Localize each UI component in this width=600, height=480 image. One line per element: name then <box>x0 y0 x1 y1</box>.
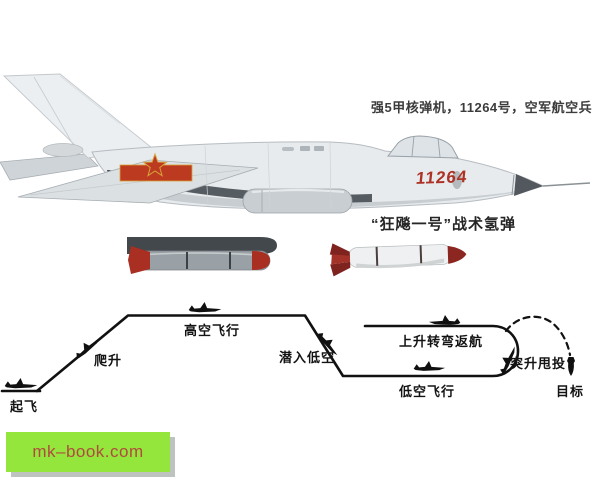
aircraft-caption: 强5甲核弹机，11264号，空军航空兵 <box>371 100 593 115</box>
label-low-altitude: 低空飞行 <box>398 384 456 399</box>
aircraft-canopy <box>387 135 459 159</box>
bomb-bay-pylon <box>127 237 277 254</box>
falling-bomb-icon <box>567 357 575 376</box>
plane-silhouette-takeoff <box>4 378 38 389</box>
watermark-bar: mk–book.com <box>6 432 170 472</box>
aircraft-wing <box>17 159 259 204</box>
label-takeoff: 起飞 <box>9 399 39 414</box>
drop-tank <box>242 188 353 214</box>
right-bomb-nose <box>447 245 467 264</box>
hydrogen-bomb-illustration <box>329 243 467 277</box>
label-climb: 爬升 <box>93 353 123 368</box>
aircraft-tail-number: 11264 <box>414 167 469 188</box>
aircraft-stabilizer <box>0 153 99 181</box>
plane-silhouette-return <box>428 314 461 325</box>
right-bomb-lower-fin <box>330 261 351 277</box>
label-target: 目标 <box>555 384 585 399</box>
label-pop-up-toss: 突升甩投 <box>509 356 567 371</box>
fin-bullet-fairing <box>42 143 84 157</box>
left-bomb-nose <box>252 251 270 270</box>
label-climb-turn-return: 上升转弯返航 <box>398 334 484 349</box>
left-bomb-fins <box>128 246 150 274</box>
bomb-caption: “狂飚一号”战术氢弹 <box>371 216 517 233</box>
right-bomb-upper-fin <box>329 243 350 258</box>
toss-bomb-trajectory <box>504 315 572 357</box>
flight-path-line <box>35 314 520 393</box>
watermark-text: mk–book.com <box>32 442 144 461</box>
label-descend-low: 潜入低空 <box>278 350 336 365</box>
intake-shadow <box>452 171 462 189</box>
plane-silhouette-low-altitude <box>413 360 446 371</box>
aircraft-illustration <box>0 73 591 214</box>
plane-silhouette-high-altitude <box>188 302 222 313</box>
fuselage-shading <box>120 184 543 209</box>
plane-silhouettes <box>4 302 575 389</box>
recessed-bomb-illustration <box>127 237 277 274</box>
flight-profile-diagram <box>0 314 572 393</box>
label-high-altitude: 高空飞行 <box>183 323 241 338</box>
nose-cone <box>514 174 543 196</box>
plaaf-roundel-icon <box>119 152 193 182</box>
pitot-tube <box>542 182 591 187</box>
